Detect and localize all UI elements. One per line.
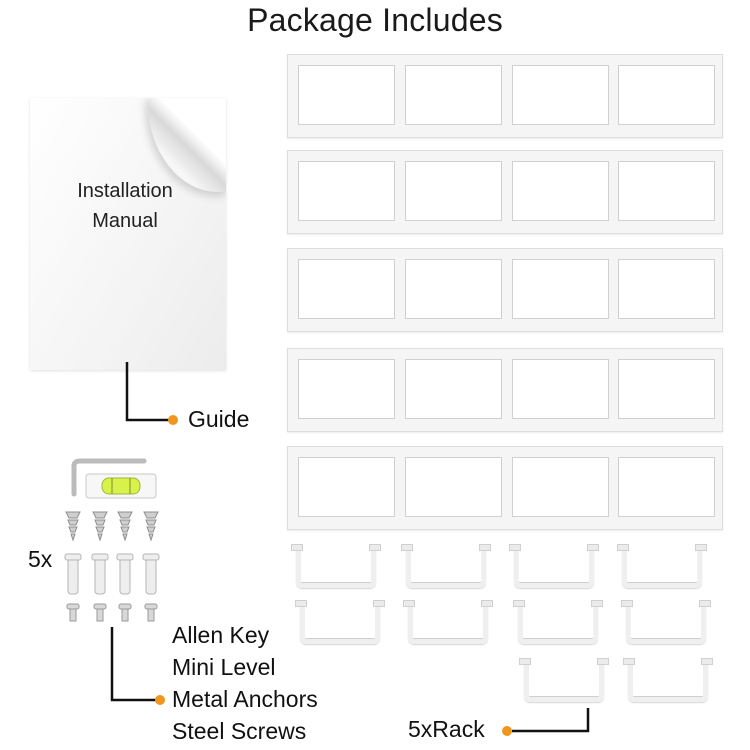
hardware-kit bbox=[64, 458, 160, 622]
installation-manual-booklet: Installation Manual bbox=[30, 98, 226, 370]
rack-frame bbox=[287, 348, 723, 432]
rack-callout-line bbox=[512, 708, 590, 733]
hardware-callout-line bbox=[110, 627, 158, 702]
u-bracket bbox=[621, 600, 711, 644]
hardware-callout-dot bbox=[155, 695, 165, 705]
u-bracket bbox=[403, 600, 493, 644]
wall-plugs-icon bbox=[64, 553, 160, 595]
hardware-quantity: 5x bbox=[28, 546, 53, 572]
hardware-item-mini-level: Mini Level bbox=[172, 654, 276, 680]
page-title: Package Includes bbox=[247, 2, 503, 38]
u-bracket bbox=[519, 658, 609, 702]
hardware-item-steel-screws: Steel Screws bbox=[172, 718, 307, 744]
metal-anchors-icon bbox=[65, 511, 159, 542]
rack-frame bbox=[287, 446, 723, 530]
u-bracket bbox=[623, 658, 713, 702]
u-bracket bbox=[513, 600, 603, 644]
guide-label: Guide bbox=[188, 406, 250, 432]
u-bracket bbox=[401, 544, 491, 588]
hardware-item-allen-key: Allen Key bbox=[172, 622, 270, 648]
steel-screws-icon bbox=[66, 603, 158, 622]
booklet-title-line2: Manual bbox=[92, 210, 158, 232]
rack-frame bbox=[287, 150, 723, 234]
hardware-item-metal-anchors: Metal Anchors bbox=[172, 686, 318, 712]
u-bracket bbox=[617, 544, 707, 588]
booklet-title-line1: Installation bbox=[77, 180, 173, 202]
allen-key-icon bbox=[71, 458, 147, 497]
guide-callout-dot bbox=[168, 415, 178, 425]
booklet-title: Installation Manual bbox=[70, 176, 180, 236]
u-bracket bbox=[295, 600, 385, 644]
rack-callout-dot bbox=[502, 726, 512, 736]
rack-frame bbox=[287, 54, 723, 138]
guide-callout-line bbox=[125, 362, 172, 422]
rack-frame bbox=[287, 248, 723, 332]
u-bracket bbox=[509, 544, 599, 588]
u-bracket bbox=[291, 544, 381, 588]
rack-label: 5xRack bbox=[408, 716, 485, 742]
